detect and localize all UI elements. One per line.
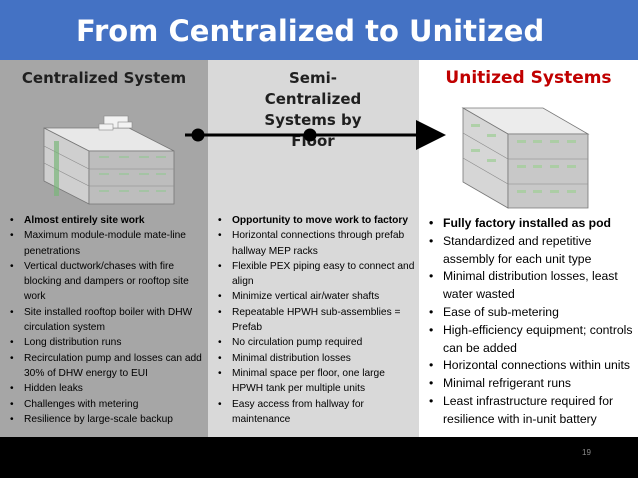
list-item: Least infrastructure required for resili… xyxy=(423,393,638,429)
list-item: Vertical ductwork/chases with fire block… xyxy=(4,259,206,305)
unitized-heading: Unitized Systems xyxy=(445,68,612,88)
centralized-building-illustration xyxy=(43,115,175,205)
semi-centralized-bullet-list: Opportunity to move work to factory Hori… xyxy=(212,213,417,427)
unitized-bullet-list: Fully factory installed as pod Standardi… xyxy=(423,215,638,429)
list-item: Resilience by large-scale backup xyxy=(4,412,206,428)
list-item: Easy access from hallway for maintenance xyxy=(212,397,417,428)
list-item: Flexible PEX piping easy to connect and … xyxy=(212,259,417,290)
list-item: High-efficiency equipment; controls can … xyxy=(423,322,638,358)
list-item: Challenges with metering xyxy=(4,397,206,413)
list-item: Recirculation pump and losses can add 30… xyxy=(4,351,206,382)
semi-centralized-column: Semi-Centralized Systems by Floor Opport… xyxy=(208,60,419,437)
list-item: Horizontal connections through prefab ha… xyxy=(212,228,417,259)
list-item: Opportunity to move work to factory xyxy=(212,213,417,229)
list-item: Minimize vertical air/water shafts xyxy=(212,289,417,305)
list-item: Repeatable HPWH sub-assemblies = Prefab xyxy=(212,305,417,336)
list-item: Minimal distribution losses, least water… xyxy=(423,268,638,304)
list-item: Site installed rooftop boiler with DHW c… xyxy=(4,305,206,336)
list-item: Hidden leaks xyxy=(4,381,206,397)
list-item: Minimal refrigerant runs xyxy=(423,375,638,393)
list-item: Standardized and repetitive assembly for… xyxy=(423,233,638,269)
list-item: Maximum module-module mate-line penetrat… xyxy=(4,228,206,259)
list-item: Minimal space per floor, one large HPWH … xyxy=(212,366,417,397)
list-item: No circulation pump required xyxy=(212,335,417,351)
list-item: Horizontal connections within units xyxy=(423,357,638,375)
centralized-heading: Centralized System xyxy=(21,69,187,87)
semi-centralized-heading: Semi-Centralized Systems by Floor xyxy=(264,69,362,150)
slide-title: From Centralized to Unitized xyxy=(76,14,545,48)
centralized-bullet-list: Almost entirely site work Maximum module… xyxy=(4,213,206,427)
list-item: Long distribution runs xyxy=(4,335,206,351)
list-item: Fully factory installed as pod xyxy=(423,215,638,233)
page-number: 19 xyxy=(582,448,591,457)
list-item: Minimal distribution losses xyxy=(212,351,417,367)
centralized-column: Centralized System Almost entirely site … xyxy=(0,60,208,437)
footer-bar xyxy=(0,437,638,478)
unitized-building-illustration xyxy=(461,107,590,209)
list-item: Almost entirely site work xyxy=(4,213,206,229)
unitized-column: Unitized Systems Fully factory installed… xyxy=(419,60,638,437)
title-bar xyxy=(0,0,638,60)
list-item: Ease of sub-metering xyxy=(423,304,638,322)
